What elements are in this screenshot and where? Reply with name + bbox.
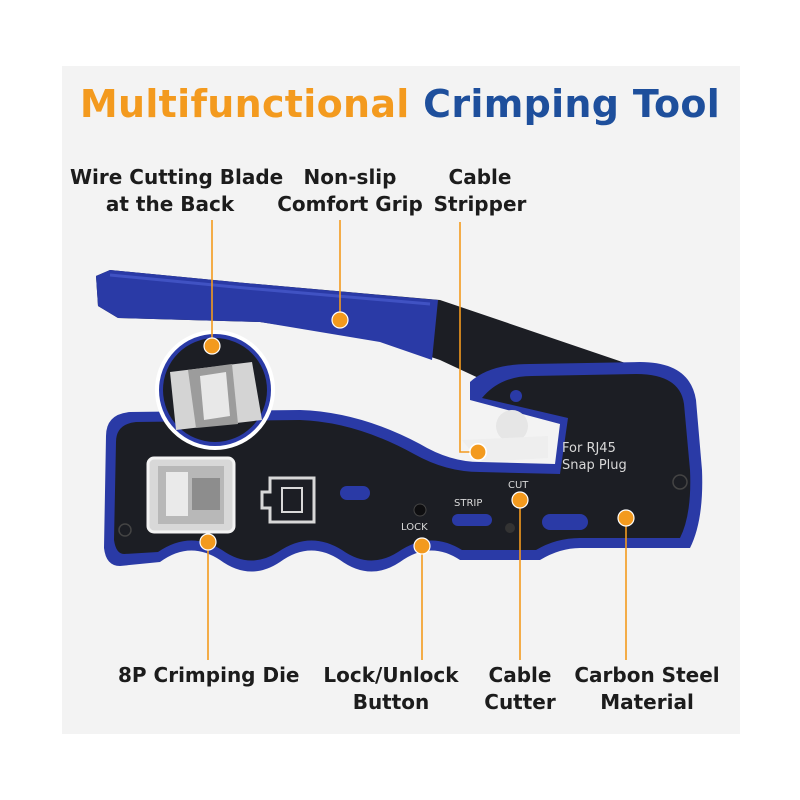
- crimping-die: [146, 456, 236, 534]
- marker-cutter: [511, 491, 529, 509]
- marker-lock: [413, 537, 431, 555]
- lock-button[interactable]: [413, 503, 427, 517]
- label-lock-unlock: Lock/Unlock Button: [323, 663, 459, 714]
- title-part-1: Multifunctional: [79, 82, 410, 126]
- lock-marking: LOCK: [401, 522, 428, 533]
- label-carbon-steel: Carbon Steel Material: [574, 663, 720, 714]
- label-non-slip-grip: Non-slip Comfort Grip: [277, 165, 423, 216]
- strip-slot: [452, 514, 492, 526]
- callout-markers: [199, 311, 635, 555]
- screw-holes: [118, 474, 688, 537]
- label-crimping-die: 8P Crimping Die: [118, 663, 300, 687]
- page-title: Multifunctional Crimping Tool: [0, 82, 800, 126]
- label-cable-stripper: Cable Stripper: [433, 165, 527, 216]
- marker-stripper: [469, 443, 487, 461]
- label-cable-cutter: Cable Cutter: [484, 663, 556, 714]
- label-wire-cutting-blade: Wire Cutting Blade at the Back: [70, 165, 284, 216]
- marker-blade: [203, 337, 221, 355]
- marker-die: [199, 533, 217, 551]
- blade-inset: [155, 330, 275, 450]
- marker-grip: [331, 311, 349, 329]
- strip-marking: STRIP: [454, 498, 482, 509]
- rj45-outline: [260, 476, 316, 524]
- brand-line-2: Snap Plug: [562, 458, 627, 473]
- cut-slot: [542, 514, 588, 530]
- brand-line-1: For RJ45: [562, 441, 616, 456]
- title-part-2: Crimping Tool: [423, 82, 721, 126]
- marker-steel: [617, 509, 635, 527]
- body-slot-1: [340, 486, 370, 500]
- cut-marking: CUT: [508, 480, 529, 491]
